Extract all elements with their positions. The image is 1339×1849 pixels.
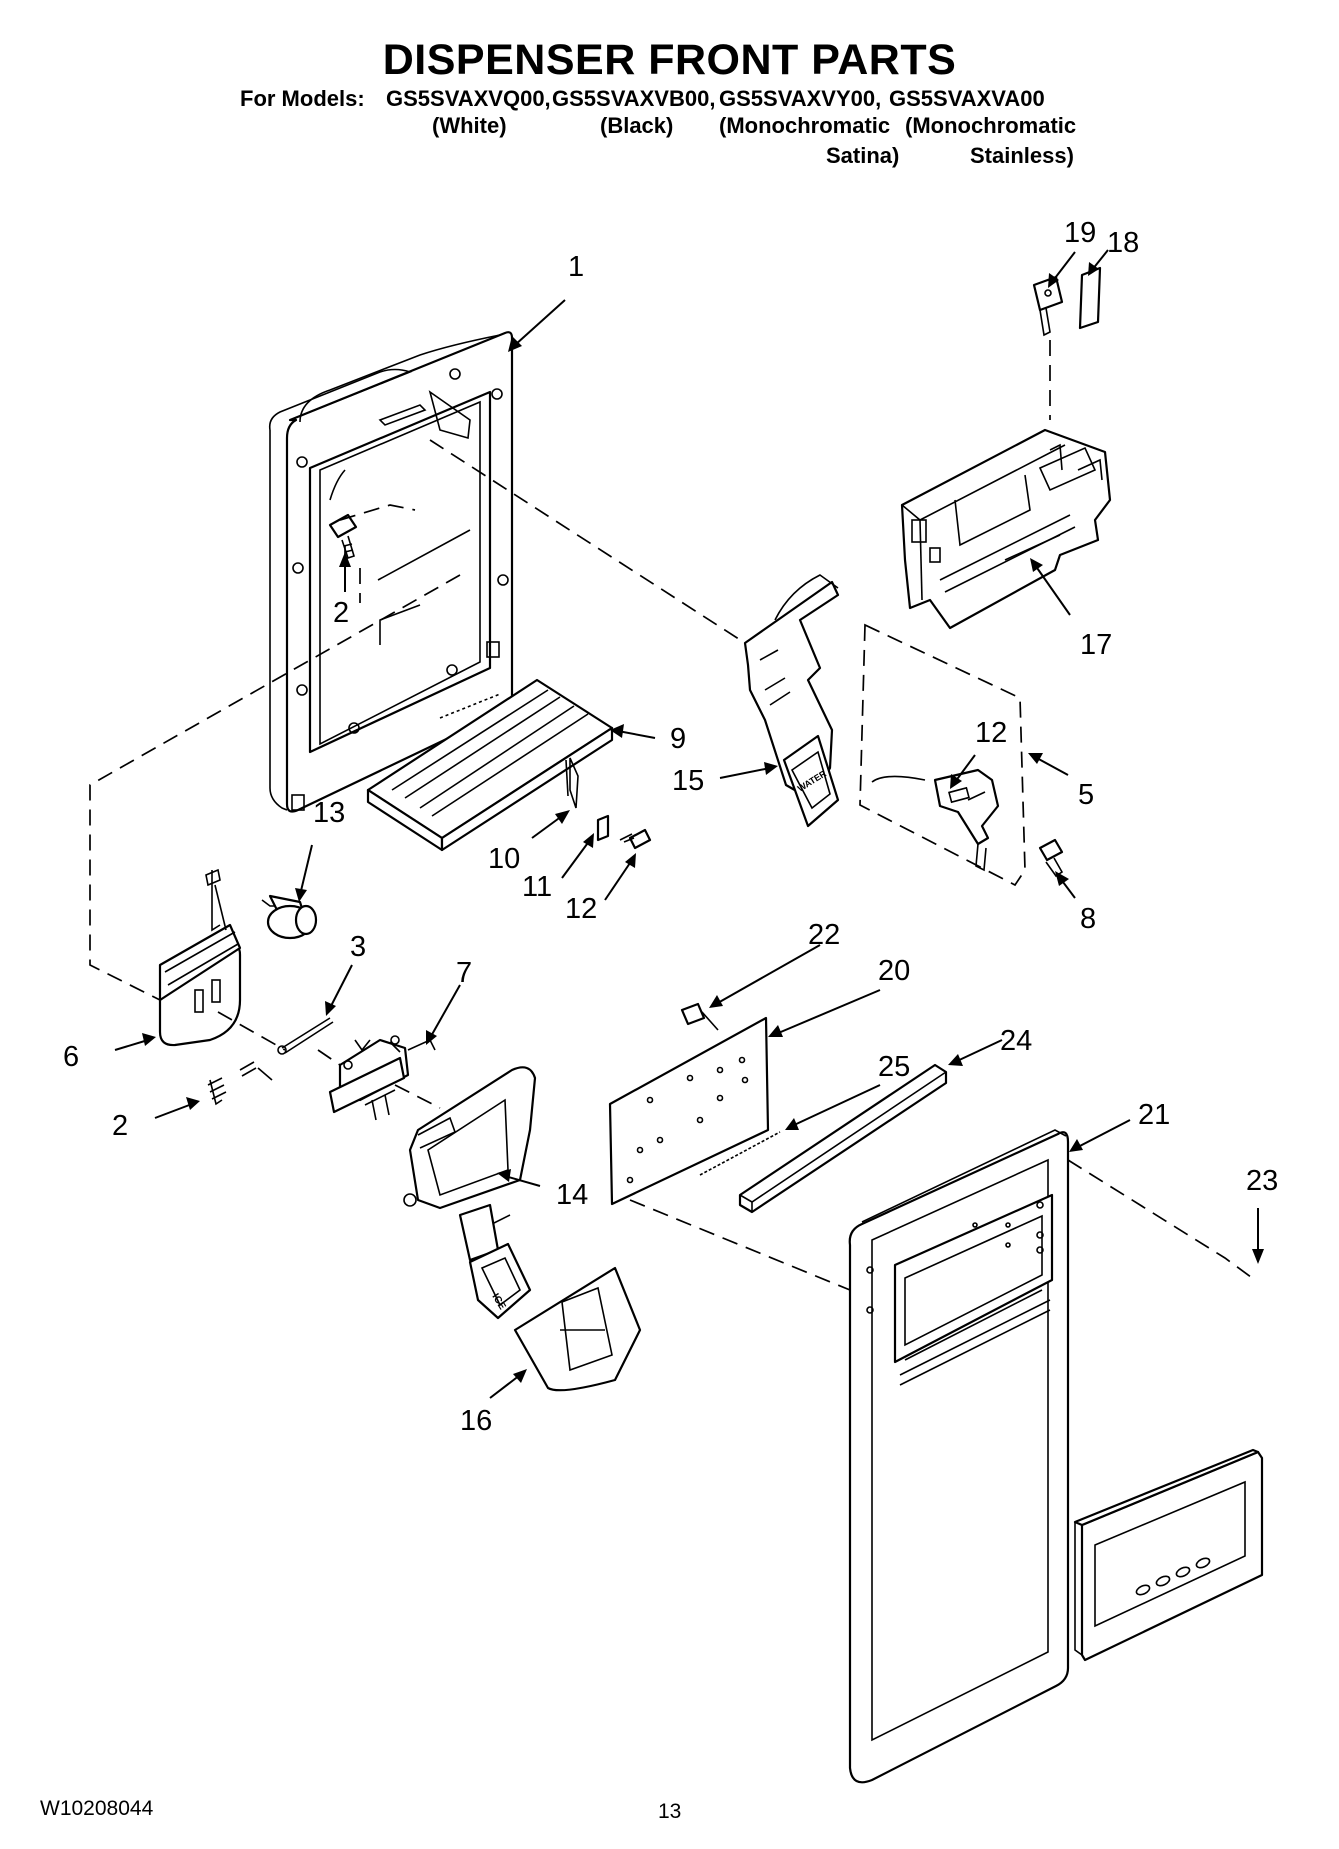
callout-labels: 1 2 9 15 12 5 17 19 18 13 10 11 12 8 3 7… <box>63 217 1278 1437</box>
part-22-screw <box>680 1002 719 1031</box>
callout-14: 14 <box>556 1179 588 1211</box>
callout-9: 9 <box>670 723 686 755</box>
part-10-spring-clip <box>565 757 579 809</box>
callout-2-lower: 2 <box>112 1110 128 1142</box>
part-19-micro-switch <box>1032 275 1064 337</box>
finish-monochromatic-stainless: (Monochromatic <box>905 113 1077 138</box>
model-number-1: GS5SVAXVQ00, <box>386 86 551 111</box>
callout-23: 23 <box>1246 1165 1278 1197</box>
finish-black: (Black) <box>600 113 674 138</box>
model-number-4: GS5SVAXVA00 <box>889 86 1045 111</box>
part-25-light-strip <box>699 1131 781 1176</box>
model-number-3: GS5SVAXVY00, <box>719 86 882 111</box>
callout-20: 20 <box>878 955 910 987</box>
callout-12-lower: 12 <box>565 893 597 925</box>
part-14-ice-paddle: ICE <box>403 1066 537 1320</box>
callout-3: 3 <box>350 931 366 963</box>
callout-7: 7 <box>456 957 472 989</box>
part-3-pivot-rod <box>277 1017 334 1055</box>
part-24-trim-bar <box>738 1063 948 1214</box>
callout-13: 13 <box>313 797 345 829</box>
callout-22: 22 <box>808 919 840 951</box>
finish-monochromatic-satina: (Monochromatic <box>719 113 891 138</box>
callout-19: 19 <box>1064 217 1096 249</box>
part-21-dispenser-front <box>848 1129 1070 1784</box>
part-15-water-paddle-assembly: WATER <box>743 574 840 828</box>
callout-1: 1 <box>568 251 584 283</box>
page-number: 13 <box>658 1800 682 1823</box>
document-number: W10208044 <box>40 1797 154 1820</box>
callout-17: 17 <box>1080 629 1112 661</box>
part-17-control-housing <box>900 428 1112 630</box>
part-8-screw <box>1038 838 1064 878</box>
part-16-ice-chute <box>513 1266 642 1392</box>
callout-25: 25 <box>878 1051 910 1083</box>
callout-2-upper: 2 <box>333 597 349 629</box>
callout-21: 21 <box>1138 1099 1170 1131</box>
models-prefix: For Models: <box>240 86 365 111</box>
finish-white: (White) <box>432 113 507 138</box>
callout-6: 6 <box>63 1041 79 1073</box>
finish-satina-cont: Satina) <box>826 143 900 168</box>
callout-5: 5 <box>1078 779 1094 811</box>
assembly-guide-lines <box>89 340 1256 1291</box>
part-12-screw-lower <box>619 828 652 850</box>
part-6-control-module <box>158 868 242 1047</box>
callout-16: 16 <box>460 1405 492 1437</box>
part-7-ice-lever-bracket <box>328 1035 436 1121</box>
callout-10: 10 <box>488 843 520 875</box>
callout-8: 8 <box>1080 903 1096 935</box>
part-2-spring-screws-lower <box>207 1061 273 1106</box>
part-18-insulator-plate <box>1078 266 1102 330</box>
page-title: DISPENSER FRONT PARTS <box>382 36 957 84</box>
part-1-dispenser-housing <box>268 331 514 813</box>
part-11-retainer <box>596 814 610 842</box>
part-20-user-interface-board <box>608 1016 770 1206</box>
callout-leaders <box>114 249 1264 1399</box>
callout-15: 15 <box>672 765 704 797</box>
model-number-2: GS5SVAXVB00, <box>552 86 716 111</box>
callout-18: 18 <box>1107 227 1139 259</box>
finish-stainless-cont: Stainless) <box>970 143 1074 168</box>
callout-24: 24 <box>1000 1025 1032 1057</box>
callout-12-upper: 12 <box>975 717 1007 749</box>
callout-11: 11 <box>522 871 552 903</box>
part-13-solenoid <box>261 894 318 940</box>
part-23-front-panel <box>1073 1448 1264 1662</box>
